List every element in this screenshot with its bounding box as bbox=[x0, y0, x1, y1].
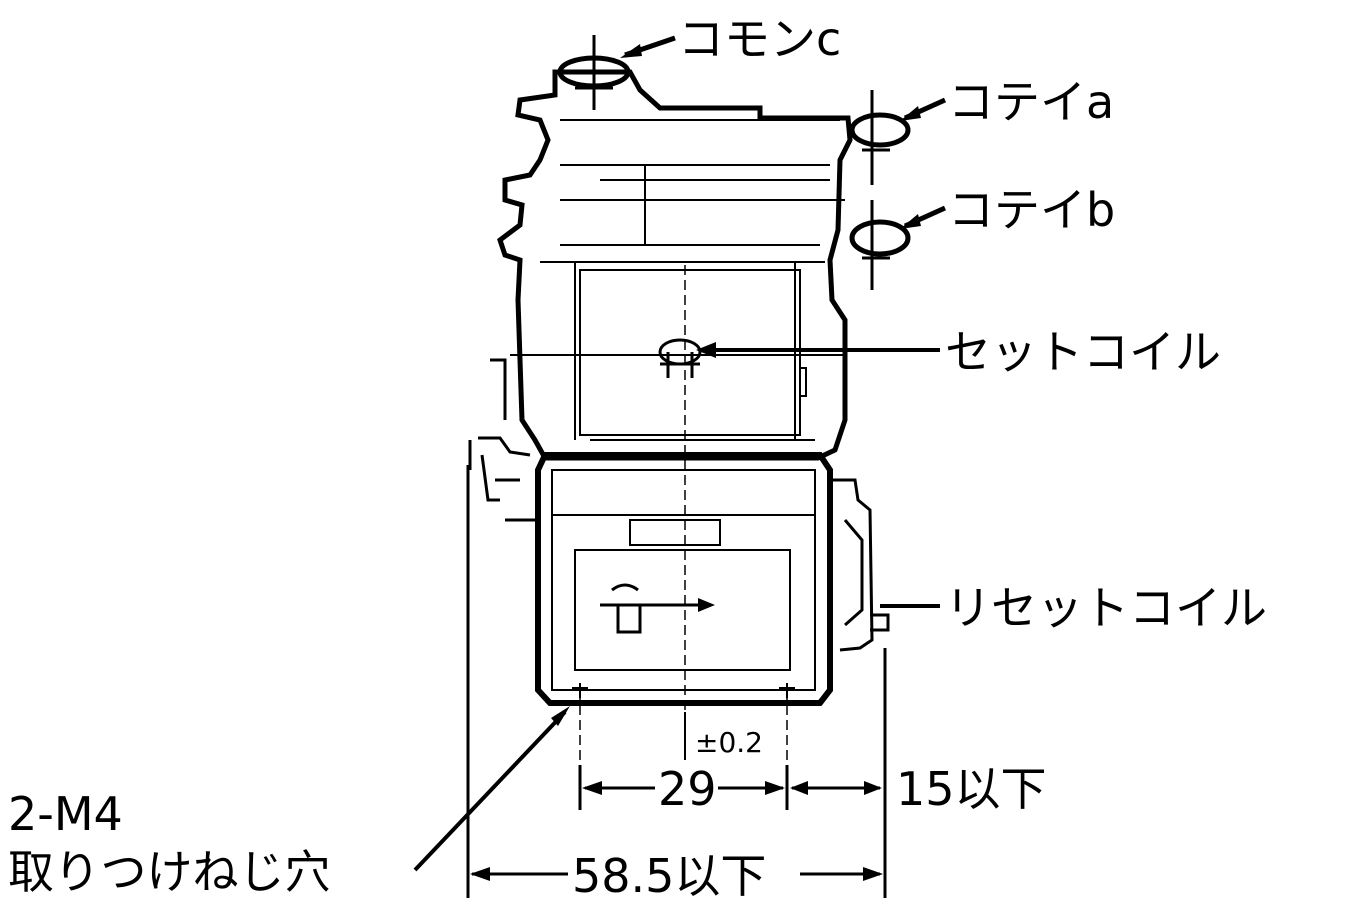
terminal-common-c bbox=[557, 35, 631, 110]
label-set-coil: セットコイル bbox=[945, 325, 1221, 379]
right-side-terminals bbox=[830, 478, 890, 652]
label-common-c: コモンc bbox=[678, 12, 841, 66]
set-coil-frame bbox=[510, 269, 845, 436]
dimension-lines bbox=[466, 465, 887, 898]
reset-coil-core bbox=[600, 583, 690, 634]
set-coil-slot bbox=[799, 367, 807, 397]
leader-lines bbox=[413, 35, 947, 872]
label-fixed-a: コテイa bbox=[948, 75, 1114, 129]
set-coil-core bbox=[658, 338, 702, 366]
label-reset-coil: リセットコイル bbox=[945, 581, 1267, 635]
lower-housing-outline bbox=[535, 452, 833, 706]
label-fixed-b: コテイb bbox=[948, 183, 1115, 237]
dim-hole-pitch: 29 bbox=[658, 762, 717, 816]
upper-housing-outline bbox=[497, 69, 853, 461]
label-mount-hole-desc: 取りつけねじ穴 bbox=[8, 845, 330, 899]
set-coil-core-pin bbox=[660, 352, 700, 378]
center-lines bbox=[579, 265, 788, 790]
dim-side-clearance: 15以下 bbox=[896, 762, 1047, 816]
terminal-fixed-b bbox=[849, 200, 911, 290]
terminal-fixed-a bbox=[849, 90, 911, 185]
relay-body bbox=[468, 69, 890, 790]
dim-tolerance: ±0.2 bbox=[695, 726, 763, 759]
dim-overall-width: 58.5以下 bbox=[572, 849, 766, 903]
label-mount-hole-spec: 2-M4 bbox=[8, 787, 123, 841]
lower-housing-inner bbox=[551, 469, 816, 691]
left-side-terminals bbox=[468, 358, 540, 522]
